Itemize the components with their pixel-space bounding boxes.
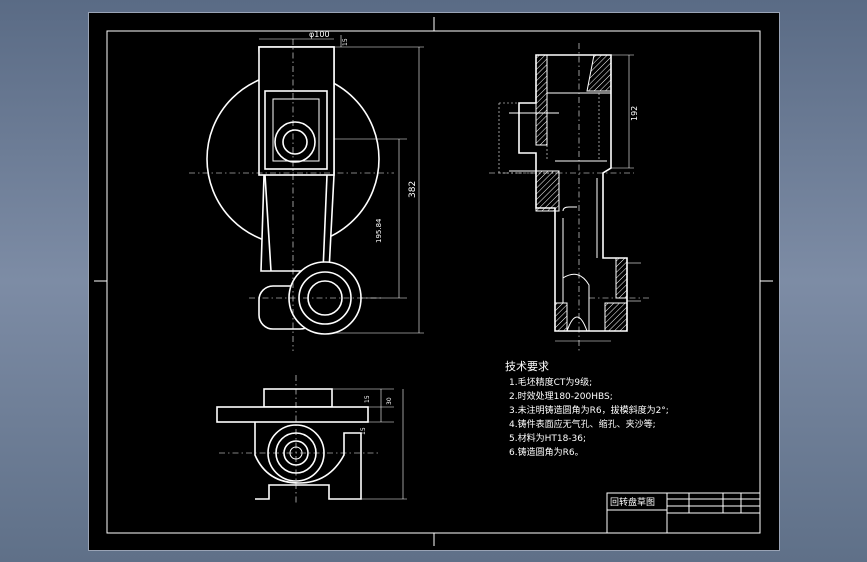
drawing-sheet: φ100 15 382 195.84 15 30 15: [88, 12, 780, 551]
tech-item-2: 2.时效处理180-200HBS;: [509, 390, 613, 402]
title-block: 回转盘草图: [606, 492, 761, 534]
technical-requirements: 技术要求 1.毛坯精度CT为9级; 2.时效处理180-200HBS; 3.未注…: [505, 360, 669, 458]
side-section-view: 192: [489, 43, 649, 353]
tech-item-3: 3.未注明铸造圆角为R6，拔模斜度为2°;: [509, 404, 669, 416]
bottom-view: 15 30 15: [216, 375, 407, 505]
tech-item-6: 6.铸造圆角为R6。: [509, 446, 584, 458]
dim-bottom-h3: 15: [360, 427, 367, 435]
dim-bottom-h2: 30: [386, 397, 393, 405]
dim-side-height: 192: [630, 106, 639, 121]
tech-item-1: 1.毛坯精度CT为9级;: [509, 376, 592, 388]
tech-heading: 技术要求: [505, 360, 549, 373]
tech-item-4: 4.铸件表面应无气孔、缩孔、夹沙等;: [509, 418, 656, 430]
tech-item-5: 5.材料为HT18-36;: [509, 432, 586, 444]
front-view: φ100 15 382 195.84: [189, 30, 424, 351]
drawing-frame: [106, 30, 761, 534]
dim-top-offset: 15: [342, 38, 349, 46]
cad-drawing: φ100 15 382 195.84 15 30 15: [94, 17, 773, 546]
dim-top-diameter: φ100: [309, 30, 330, 39]
dim-center-distance: 195.84: [375, 218, 383, 243]
dim-bottom-h1: 15: [364, 395, 371, 403]
title-part-name: 回转盘草图: [610, 496, 655, 508]
dim-overall-length: 382: [408, 181, 418, 198]
